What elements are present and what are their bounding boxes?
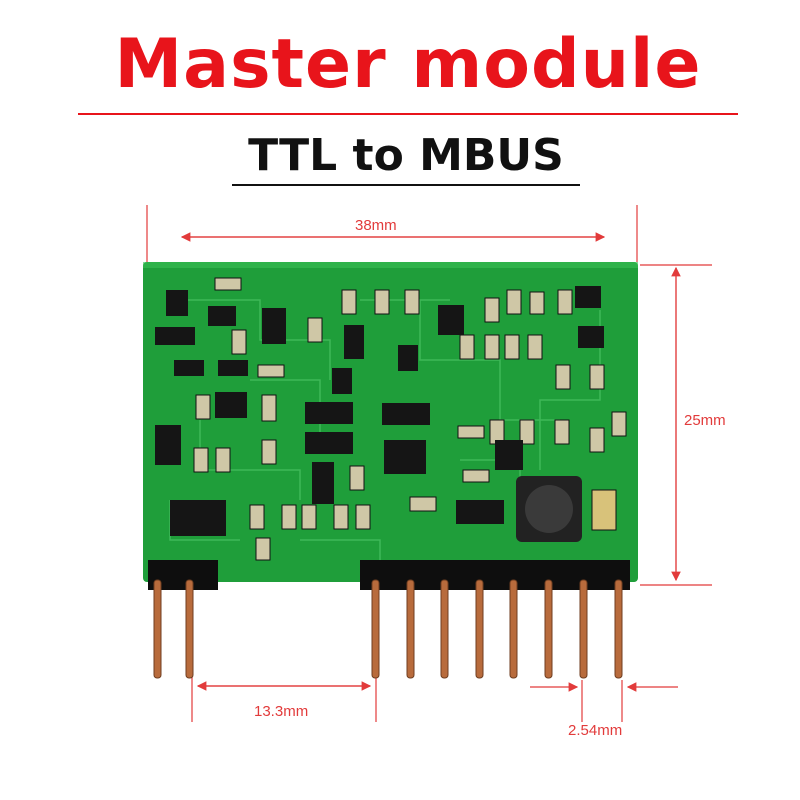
height-dimension-label: 25mm — [684, 412, 726, 429]
header-offset-label: 13.3mm — [254, 703, 309, 720]
title-underline — [78, 113, 738, 115]
dimension-guides — [146, 205, 712, 722]
header-pins — [153, 579, 623, 679]
pcb-board — [143, 262, 638, 590]
pin-pitch-label: 2.54mm — [568, 722, 623, 739]
width-dimension-label: 38mm — [355, 217, 397, 234]
page-title: Master module — [114, 25, 702, 104]
subtitle-underline — [232, 184, 580, 186]
page-subtitle: TTL to MBUS — [248, 130, 564, 181]
